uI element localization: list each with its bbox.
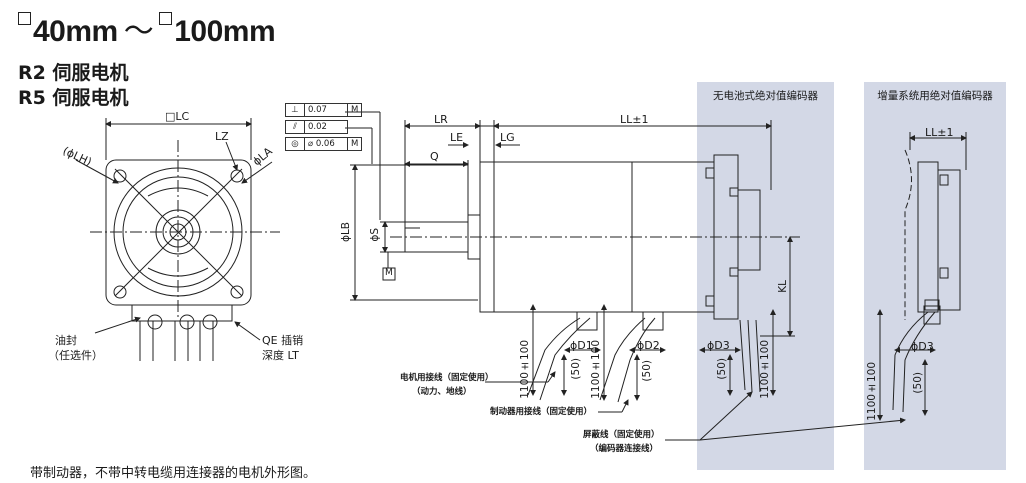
dim-ll: LL±1 — [620, 113, 649, 126]
datum-label: M — [346, 137, 363, 151]
footnote: 带制动器，不带中转电缆用连接器的电机外形图。 — [30, 466, 317, 481]
oil-seal-label: 油封 — [55, 334, 77, 347]
dim-cable-length-1: 1100±100 — [519, 340, 531, 399]
page-title: 40mm～ 100mm — [18, 6, 276, 50]
motor-cable-sub: （动力、地线） — [412, 387, 472, 397]
dim-ll-incremental: LL±1 — [925, 126, 954, 139]
model-r2: R2 伺服电机 — [18, 62, 129, 84]
panel-title-incremental: 增量系统用绝对值编码器 — [877, 90, 993, 102]
dim-lr: LR — [434, 113, 448, 126]
size-to: 100mm — [174, 15, 276, 48]
dim-kl: KL — [777, 280, 789, 293]
tilde: ～ — [123, 15, 154, 48]
dim-cable-end-2: (50) — [641, 360, 653, 382]
front-view — [75, 118, 280, 361]
tolerance-value: ⌀ 0.06 — [304, 137, 348, 151]
dim-cable-length-2: 1100±100 — [590, 340, 602, 399]
dim-lz: LZ — [215, 130, 229, 143]
panel-title-no-battery: 无电池式绝对值编码器 — [713, 90, 818, 102]
tolerance-parallelism: ⫽0.02 — [285, 120, 348, 134]
square-symbol-icon — [159, 12, 173, 25]
incremental-encoder-view — [877, 132, 967, 421]
dim-cable-length-incremental: 1100±100 — [866, 362, 878, 421]
dim-cable-length-3: 1100±100 — [759, 340, 771, 399]
tolerance-value: 0.07 — [304, 103, 348, 117]
square-symbol-icon — [18, 12, 31, 25]
dim-d3: ϕD3 — [707, 339, 730, 352]
lt-depth-label: 深度 LT — [262, 349, 299, 362]
dim-lb: ϕLB — [340, 222, 352, 242]
dim-d2: ϕD2 — [637, 339, 660, 352]
datum-m: M — [385, 268, 393, 278]
motor-cable-label: 电机用接线（固定使用） — [400, 373, 494, 383]
concentricity-icon: ◎ — [285, 137, 305, 151]
dim-le: LE — [450, 131, 464, 144]
datum-label: M — [346, 103, 363, 117]
dim-q: Q — [430, 150, 439, 163]
parallelism-icon: ⫽ — [285, 120, 305, 134]
panel-no-battery-encoder — [697, 82, 834, 470]
tolerance-value: 0.02 — [304, 120, 348, 134]
shield-cable-label: 屏蔽线（固定使用） — [583, 430, 660, 440]
perpendicularity-icon: ⊥ — [285, 103, 305, 117]
shield-cable-sub: （编码器连接线） — [590, 444, 659, 454]
dim-lg: LG — [500, 131, 515, 144]
size-from: 40mm — [33, 15, 118, 48]
dim-s: ϕS — [369, 228, 381, 242]
dim-cable-end-incremental: (50) — [912, 372, 924, 394]
oil-seal-option: （任选件） — [48, 349, 103, 362]
dim-cable-end-1: (50) — [570, 358, 582, 380]
dim-d3-incremental: ϕD3 — [911, 340, 934, 353]
dim-d1: ϕD1 — [570, 339, 593, 352]
qe-pin-label: QE 插销 — [262, 334, 304, 347]
model-r5: R5 伺服电机 — [18, 87, 129, 109]
brake-cable-label: 制动器用接线（固定使用） — [490, 407, 593, 417]
dim-cable-end-3: (50) — [716, 358, 728, 380]
dim-lc: □LC — [165, 110, 190, 123]
panel-incremental-encoder — [864, 82, 1006, 470]
